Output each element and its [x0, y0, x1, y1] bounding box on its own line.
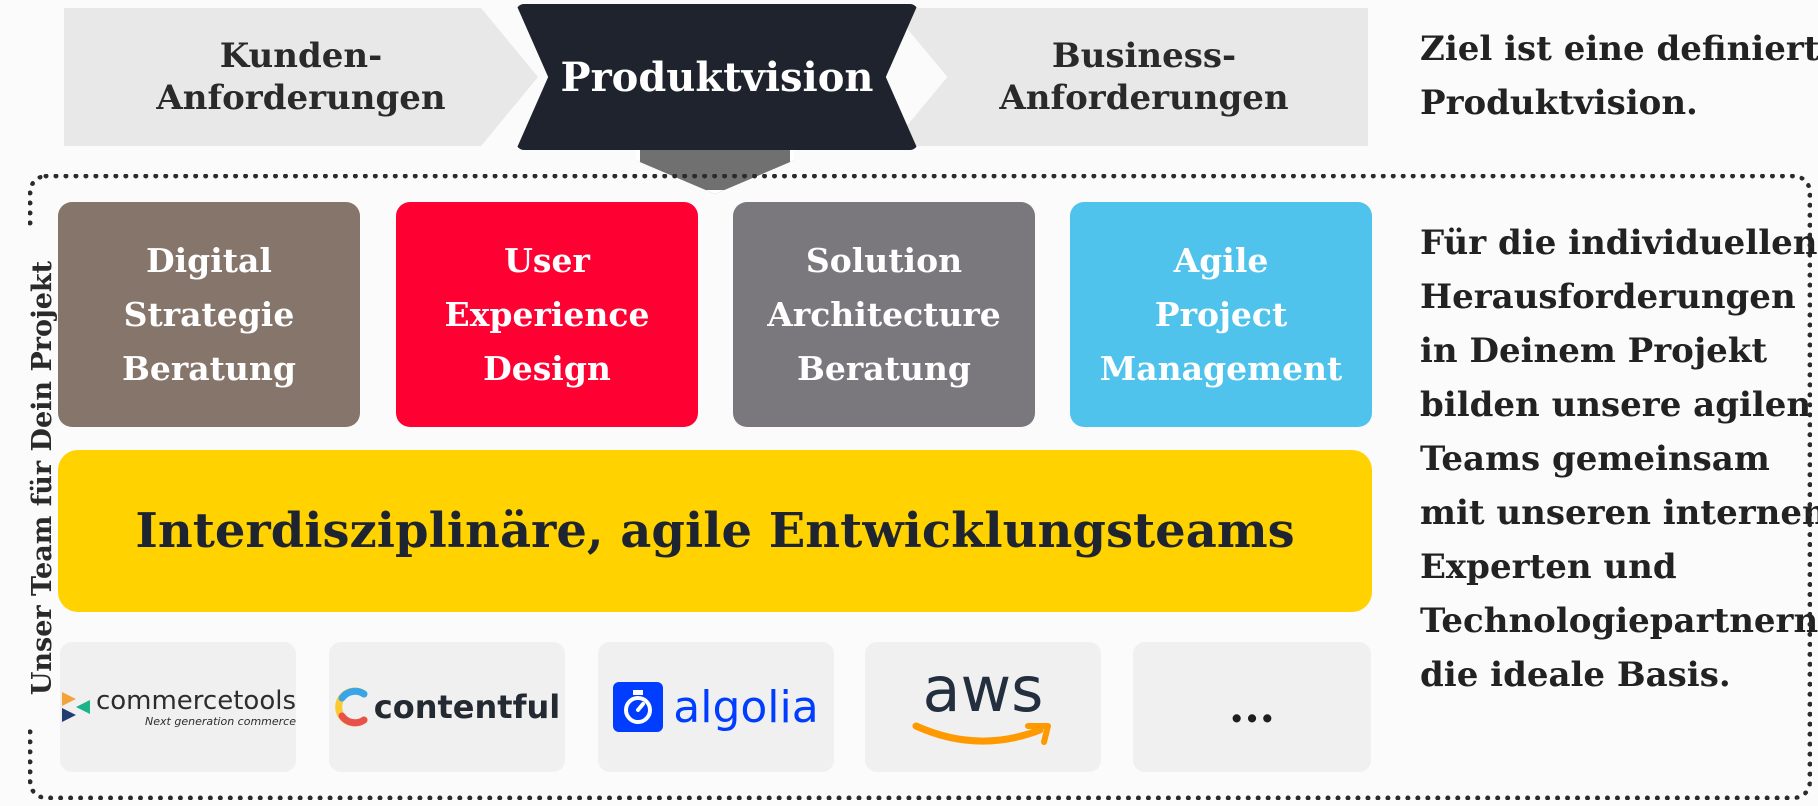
- tile-line: Architecture: [767, 294, 1001, 334]
- goal-line-1: Ziel ist eine definierte: [1420, 29, 1818, 69]
- partner-commercetools: commercetools Next generation commerce: [60, 642, 296, 772]
- description-line-1: Für die individuellen: [1420, 223, 1818, 263]
- tile-digital-strategy: Digital Strategie Beratung: [58, 202, 360, 427]
- contentful-logo-icon: [334, 687, 368, 727]
- description-line-3: in Deinem Projekt: [1420, 331, 1768, 371]
- product-vision-box: Produktvision: [516, 4, 918, 150]
- partner-more: ...: [1133, 642, 1371, 772]
- product-vision-label: Produktvision: [560, 53, 874, 101]
- aws-name: aws: [922, 653, 1044, 726]
- customer-requirements-line2: Anforderungen: [156, 78, 446, 118]
- business-requirements-line1: Business-: [1051, 36, 1237, 76]
- commercetools-tagline: Next generation commerce: [145, 714, 296, 728]
- algolia-name: algolia: [673, 681, 819, 733]
- description-line-2: Herausforderungen: [1420, 277, 1796, 317]
- more-partners-ellipsis: ...: [1229, 681, 1275, 733]
- description-line-8: Technologiepartnern: [1420, 601, 1818, 641]
- customer-requirements-arrow: Kunden- Anforderungen: [64, 8, 538, 146]
- partner-aws: aws: [865, 642, 1101, 772]
- tile-line: Agile: [1173, 240, 1269, 280]
- description-line-6: mit unseren internen: [1420, 493, 1818, 533]
- tile-line: Experience: [444, 294, 650, 334]
- tile-agile-project-management: Agile Project Management: [1070, 202, 1372, 427]
- tile-line: Project: [1154, 294, 1288, 334]
- description-line-5: Teams gemeinsam: [1420, 439, 1770, 479]
- team-frame-label-text: Unser Team für Dein Projekt: [26, 260, 58, 696]
- partner-contentful: contentful: [329, 642, 565, 772]
- goal-line-2: Produktvision.: [1420, 83, 1698, 123]
- tile-solution-architecture: Solution Architecture Beratung: [733, 202, 1035, 427]
- team-frame-label: Unser Team für Dein Projekt: [22, 228, 62, 728]
- customer-requirements-line1: Kunden-: [219, 36, 383, 76]
- dev-teams-banner: Interdisziplinäre, agile Entwicklungstea…: [58, 450, 1372, 612]
- business-requirements-line2: Anforderungen: [999, 78, 1289, 118]
- dev-teams-label: Interdisziplinäre, agile Entwicklungstea…: [135, 503, 1295, 559]
- tile-line: Digital: [146, 240, 272, 280]
- tile-line: Management: [1099, 348, 1343, 388]
- tile-line: Solution: [805, 240, 963, 280]
- description-line-9: die ideale Basis.: [1420, 655, 1731, 695]
- commercetools-name: commercetools: [95, 685, 296, 716]
- tile-line: Design: [483, 348, 611, 388]
- tile-line: Beratung: [122, 348, 296, 388]
- tile-line: Strategie: [123, 294, 295, 334]
- description-text: Für die individuellen Herausforderungen …: [1420, 216, 1818, 702]
- tile-line: Beratung: [797, 348, 971, 388]
- description-line-7: Experten und: [1420, 547, 1677, 587]
- commercetools-logo-icon: [61, 692, 90, 722]
- contentful-name: contentful: [373, 688, 561, 726]
- partner-algolia: algolia: [598, 642, 834, 772]
- business-requirements-arrow: Business- Anforderungen: [890, 8, 1368, 146]
- aws-smile-icon: [912, 722, 1051, 745]
- tile-line: User: [504, 240, 590, 280]
- tile-user-experience: User Experience Design: [396, 202, 698, 427]
- description-line-4: bilden unsere agilen: [1420, 385, 1812, 425]
- goal-text: Ziel ist eine definierte Produktvision.: [1420, 22, 1818, 130]
- algolia-logo-icon: [613, 682, 664, 732]
